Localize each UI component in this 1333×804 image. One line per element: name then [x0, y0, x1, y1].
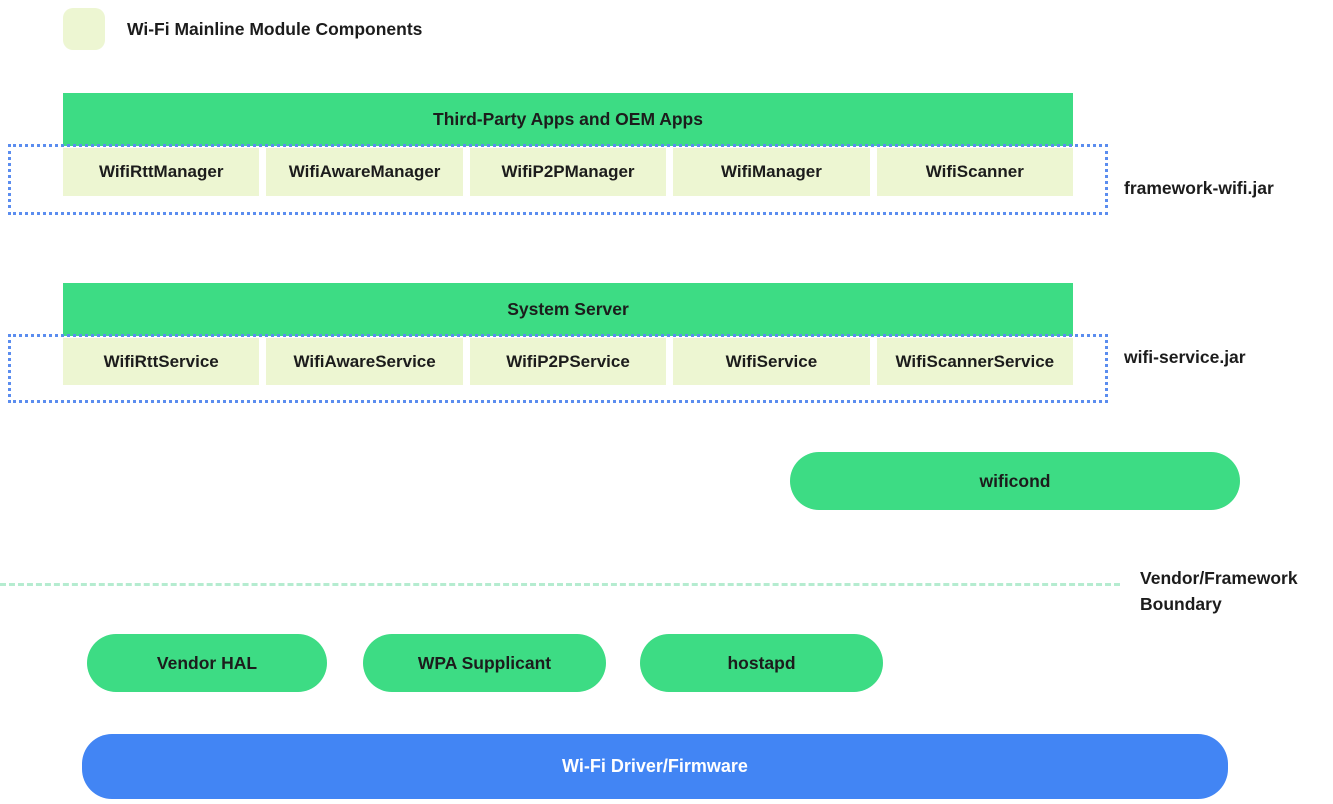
vendor-framework-boundary-line — [0, 583, 1120, 586]
legend-label: Wi-Fi Mainline Module Components — [127, 18, 423, 39]
box-wifip2pmanager: WifiP2PManager — [469, 148, 667, 196]
mainline-module-swatch-icon — [63, 8, 105, 50]
wificond-pill: wificond — [790, 452, 1240, 510]
wifi-driver-firmware-bar: Wi-Fi Driver/Firmware — [82, 734, 1228, 799]
system-server-header: System Server — [63, 283, 1073, 336]
framework-wifi-jar-label: framework-wifi.jar — [1124, 178, 1274, 198]
box-wifiservice: WifiService — [673, 338, 870, 385]
service-row: WifiRttService WifiAwareService WifiP2PS… — [63, 338, 1074, 385]
box-wifiscanner: WifiScanner — [876, 148, 1074, 196]
box-wifirttmanager: WifiRttManager — [63, 148, 260, 196]
box-wifiawaremanager: WifiAwareManager — [266, 148, 463, 196]
third-party-apps-header: Third-Party Apps and OEM Apps — [63, 93, 1073, 146]
box-wifiawareservice: WifiAwareService — [266, 338, 463, 385]
box-wifip2pservice: WifiP2PService — [469, 338, 667, 385]
box-wifirttservice: WifiRttService — [63, 338, 260, 385]
framework-api-row: WifiRttManager WifiAwareManager WifiP2PM… — [63, 148, 1074, 196]
box-wifiscannerservice: WifiScannerService — [876, 338, 1074, 385]
hostapd-pill: hostapd — [640, 634, 883, 692]
legend: Wi-Fi Mainline Module Components — [63, 8, 422, 50]
wifi-service-jar-label: wifi-service.jar — [1124, 347, 1246, 367]
vendor-framework-boundary-label: Vendor/Framework Boundary — [1140, 568, 1298, 614]
box-wifimanager: WifiManager — [673, 148, 870, 196]
vendor-hal-pill: Vendor HAL — [87, 634, 327, 692]
wpa-supplicant-pill: WPA Supplicant — [363, 634, 606, 692]
